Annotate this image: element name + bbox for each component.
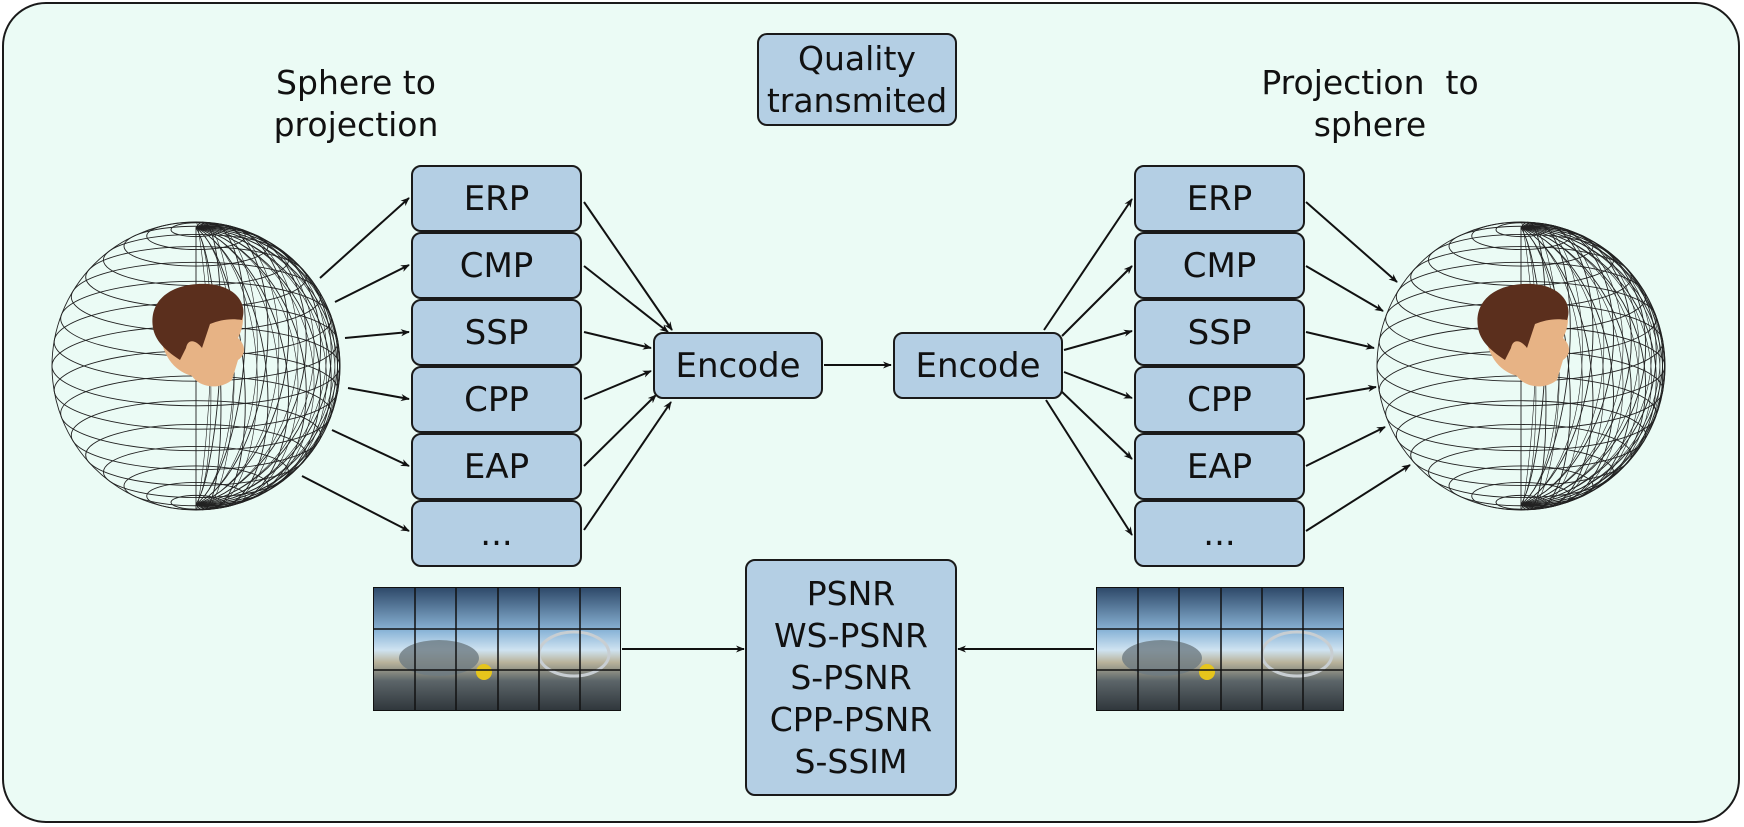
thumbnail-icon-left <box>373 587 621 711</box>
connector-arrow-16 <box>1063 329 1133 351</box>
connector-arrow-19 <box>1045 399 1133 536</box>
metric-cpp-psnr: CPP-PSNR <box>769 699 933 739</box>
connector-arrow-24 <box>1305 426 1386 467</box>
connector-arrow-25 <box>1305 464 1411 532</box>
encode-box-right: Encode <box>893 332 1063 399</box>
connector-arrow-8 <box>583 265 669 333</box>
right-projection-cpp: CPP <box>1134 366 1305 433</box>
left-projection-erp: ERP <box>411 165 582 232</box>
left-section-title: Sphere to projection <box>236 62 476 146</box>
right-projection-more: ... <box>1134 500 1305 567</box>
right-title-line-2: sphere <box>1313 105 1427 144</box>
wireframe-sphere-icon-left <box>51 221 341 511</box>
wireframe-sphere-icon-right <box>1376 221 1666 511</box>
right-projection-eap: EAP <box>1134 433 1305 500</box>
right-projection-erp: ERP <box>1134 165 1305 232</box>
right-section-title: Projection to sphere <box>1230 62 1510 146</box>
metric-s-ssim: S-SSIM <box>794 741 908 781</box>
connector-arrow-10 <box>583 370 652 400</box>
connector-arrow-21 <box>1305 265 1384 312</box>
connector-arrow-22 <box>1305 331 1375 350</box>
left-projection-more: ... <box>411 500 582 567</box>
center-title-line-2: transmited <box>766 80 948 120</box>
left-projection-cmp: CMP <box>411 232 582 299</box>
left-title-line-1: Sphere to <box>276 63 436 102</box>
center-title-line-1: Quality <box>798 38 916 78</box>
head-icon-right <box>1477 283 1569 387</box>
left-projection-cpp: CPP <box>411 366 582 433</box>
encode-box-left: Encode <box>653 332 823 399</box>
quality-transmitted-box: Quality transmited <box>757 33 957 126</box>
thumbnail-icon-right <box>1096 587 1344 711</box>
left-projection-eap: EAP <box>411 433 582 500</box>
connector-arrow-20 <box>1305 201 1398 283</box>
connector-arrow-4 <box>347 387 410 402</box>
connector-arrow-3 <box>344 329 410 339</box>
metric-ws-psnr: WS-PSNR <box>774 615 928 655</box>
head-icon-left <box>152 283 244 387</box>
connector-arrow-1 <box>319 197 410 279</box>
connector-arrow-6 <box>301 475 410 532</box>
connector-arrow-18 <box>1059 389 1133 460</box>
right-projection-cmp: CMP <box>1134 232 1305 299</box>
connector-arrow-7 <box>583 201 673 331</box>
left-title-line-2: projection <box>273 105 439 144</box>
connector-arrow-14 <box>1043 198 1133 331</box>
connector-arrow-11 <box>583 394 657 467</box>
connector-arrow-15 <box>1061 265 1133 337</box>
connector-arrow-5 <box>331 429 410 467</box>
metric-s-psnr: S-PSNR <box>790 657 912 697</box>
connector-arrow-12 <box>583 401 672 531</box>
quality-metrics-box: PSNR WS-PSNR S-PSNR CPP-PSNR S-SSIM <box>745 559 957 796</box>
right-title-line-1: Projection to <box>1261 63 1479 102</box>
connector-arrow-23 <box>1305 384 1377 400</box>
left-projection-ssp: SSP <box>411 299 582 366</box>
connector-arrow-2 <box>334 264 410 303</box>
connector-arrow-9 <box>583 331 652 350</box>
right-projection-ssp: SSP <box>1134 299 1305 366</box>
metric-psnr: PSNR <box>806 573 896 613</box>
connector-arrow-17 <box>1063 371 1133 399</box>
